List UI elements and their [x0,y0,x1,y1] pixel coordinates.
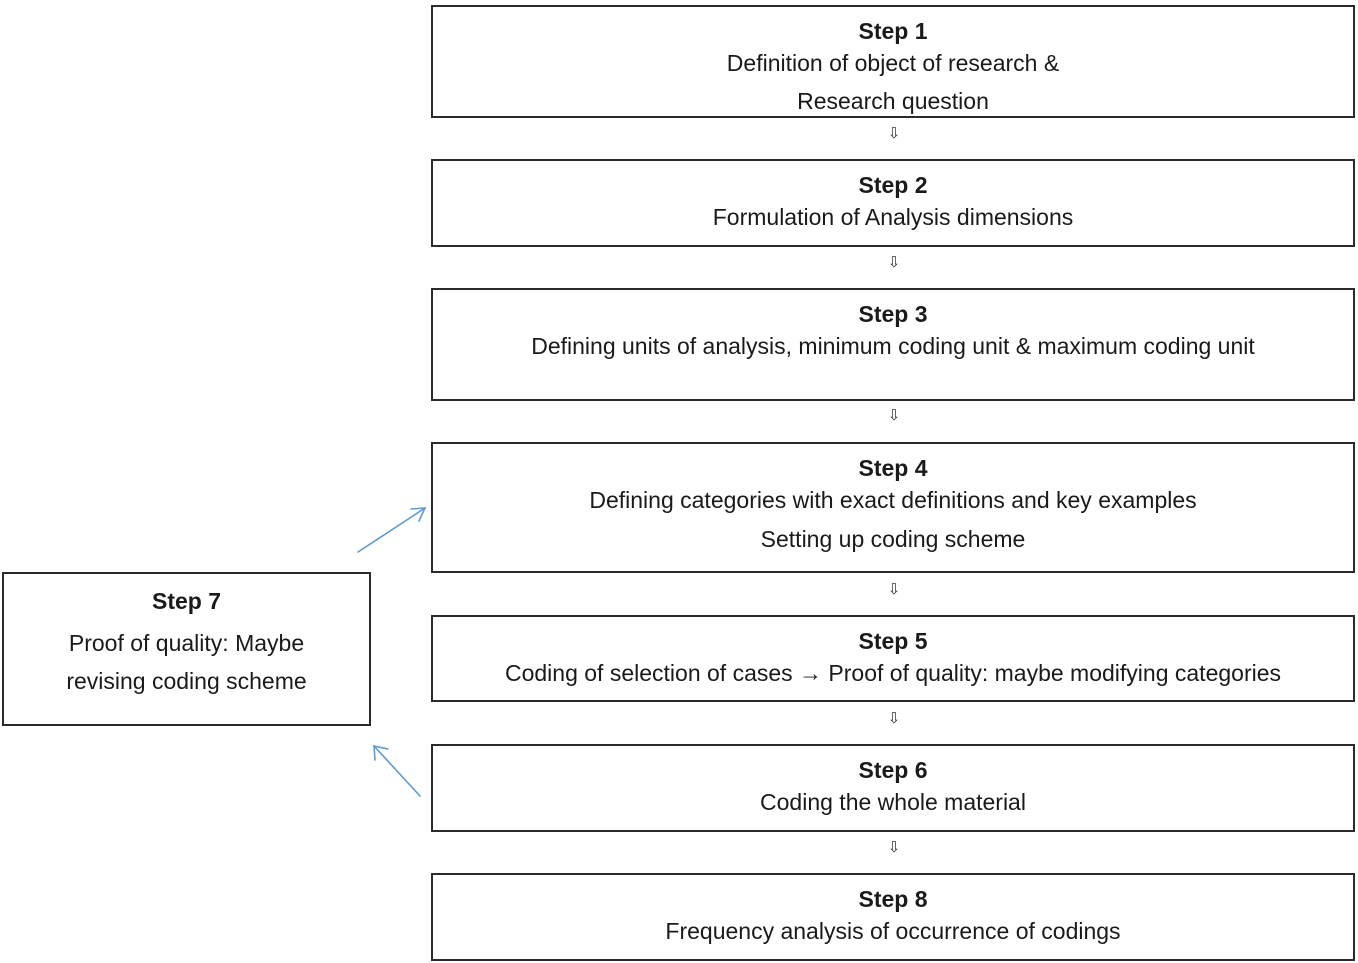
down-arrow-icon: ⇩ [887,125,901,142]
step-8-title: Step 8 [858,886,928,912]
step-7-text-line-1: Proof of quality: Maybe [68,630,305,656]
step-3-title: Step 3 [858,301,928,327]
step-4-title: Step 4 [858,455,928,481]
step-7-box: Step 7 Proof of quality: Maybe revising … [2,572,371,726]
step-2-title: Step 2 [858,172,928,198]
step-2-box: Step 2 Formulation of Analysis dimension… [431,159,1355,247]
step-3-box: Step 3 Defining units of analysis, minim… [431,288,1355,401]
down-arrow-icon: ⇩ [887,839,901,856]
step-5-box: Step 5 Coding of selection of cases → Pr… [431,615,1355,702]
down-arrow-icon: ⇩ [887,581,901,598]
step-5-text-line-1: Coding of selection of cases → Proof of … [504,660,1281,686]
step-1-title: Step 1 [858,18,928,44]
step-4-box: Step 4 Defining categories with exact de… [431,442,1355,573]
step-4-text-line-2: Setting up coding scheme [760,526,1026,552]
step-6-title: Step 6 [858,757,928,783]
step-6-box: Step 6 Coding the whole material [431,744,1355,832]
step-2-text-line-1: Formulation of Analysis dimensions [712,204,1074,230]
step-4-text-line-1: Defining categories with exact definitio… [589,487,1197,513]
step-1-text-line-2: Research question [797,88,989,114]
step-8-text-line-1: Frequency analysis of occurrence of codi… [665,918,1121,944]
down-arrow-icon: ⇩ [887,254,901,271]
down-arrow-icon: ⇩ [887,407,901,424]
step-1-box: Step 1 Definition of object of research … [431,5,1355,118]
step-6-text-line-1: Coding the whole material [760,789,1026,815]
step-3-text-line-1: Defining units of analysis, minimum codi… [531,333,1255,359]
step-7-body: Proof of quality: Maybe revising coding … [66,624,306,700]
step-8-box: Step 8 Frequency analysis of occurrence … [431,873,1355,961]
step-5-title: Step 5 [858,628,928,654]
step-7-text-line-2: revising coding scheme [66,668,307,694]
arrow-step6-to-step7 [373,744,421,797]
step-1-text-line-1: Definition of object of research & [726,50,1060,76]
down-arrow-icon: ⇩ [887,710,901,727]
arrow-step7-to-step4 [357,507,427,553]
step-7-title: Step 7 [151,588,222,614]
